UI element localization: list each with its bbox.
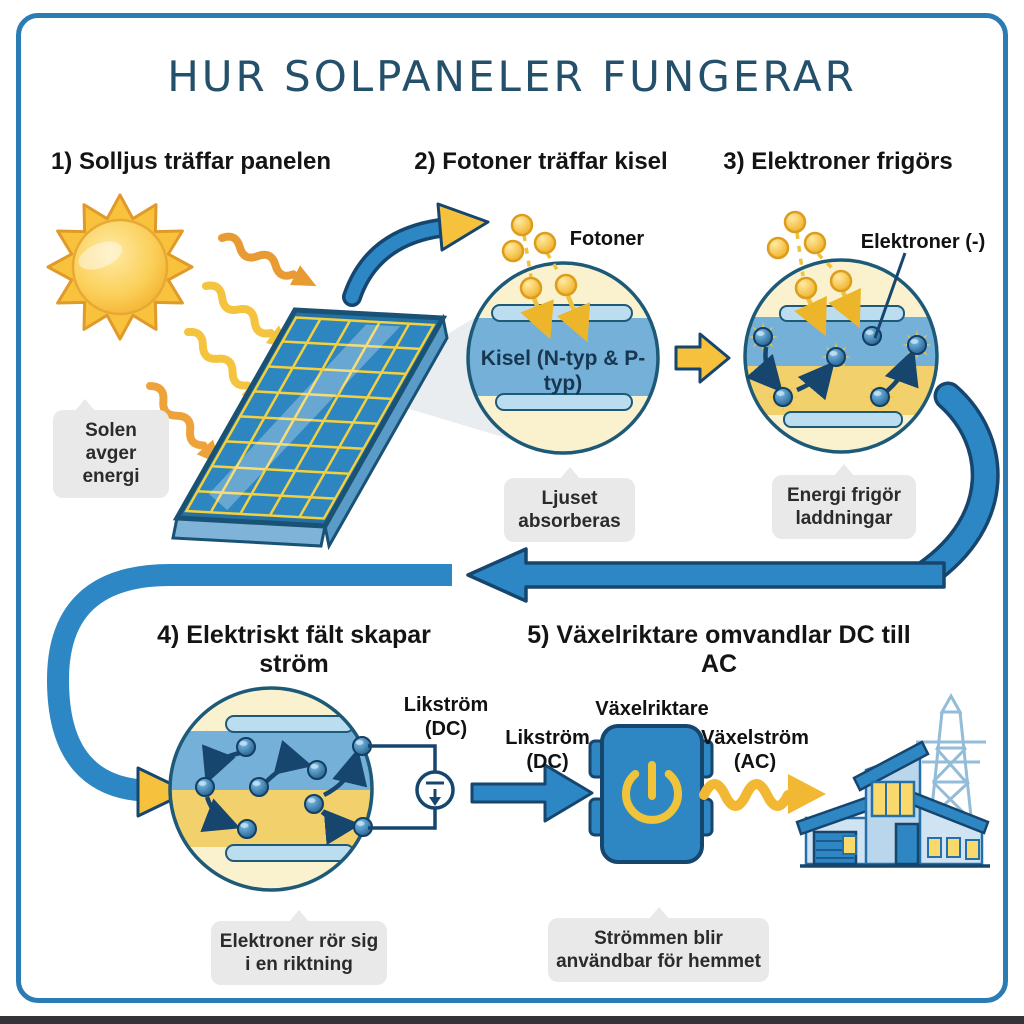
- step4-heading: 4) Elektriskt fält skapar ström: [157, 621, 431, 678]
- dc-circuit-icon: [368, 744, 455, 830]
- electron-label: Elektroner (-): [860, 231, 986, 253]
- dc-label-step4: Likström (DC): [403, 694, 489, 740]
- electron-lens-step3: [743, 210, 939, 454]
- step1-heading: 1) Solljus träffar panelen: [50, 148, 332, 175]
- solar-panel-icon: [173, 310, 447, 546]
- bottom-strip: [0, 1016, 1024, 1024]
- caption-step1: Solen avger energi: [53, 399, 169, 498]
- caption-step5: Strömmen blir användbar för hemmet: [548, 906, 769, 983]
- silicon-lens-step2: [466, 213, 660, 455]
- curve-arrow-step1-to-step2-icon: [342, 202, 490, 307]
- ac-label: Växelström (AC): [701, 727, 809, 773]
- caption-step3: Energi frigör laddningar: [772, 463, 916, 540]
- dc-label-step5: Likström (DC): [505, 727, 590, 773]
- page-title: HUR SOLPANELER FUNGERAR: [167, 52, 857, 101]
- arrow-step2-to-step3-icon: [674, 332, 731, 384]
- caption-step4: Elektroner rör sig i en riktning: [211, 909, 387, 986]
- return-flow-arrow-icon: [46, 381, 1000, 818]
- arrow-dc-to-inverter-icon: [470, 763, 594, 823]
- ac-wave-arrow-icon: [699, 774, 826, 814]
- step5-heading: 5) Växelriktare omvandlar DC till AC: [527, 621, 911, 678]
- step2-heading: 2) Fotoner träffar kisel: [414, 148, 668, 175]
- inverter-label: Växelriktare: [595, 698, 709, 720]
- house-icon: [795, 740, 990, 868]
- power-icon: [622, 761, 682, 824]
- silicon-label: Kisel (N-typ & P-typ): [480, 347, 646, 395]
- sun-icon: [46, 193, 194, 341]
- border-frame: [16, 13, 1008, 1003]
- inverter-icon: [588, 724, 714, 864]
- photon-label: Fotoner: [569, 228, 645, 250]
- step3-heading: 3) Elektroner frigörs: [723, 148, 953, 175]
- current-lens-step4: [168, 686, 374, 892]
- caption-step2: Ljuset absorberas: [504, 466, 635, 543]
